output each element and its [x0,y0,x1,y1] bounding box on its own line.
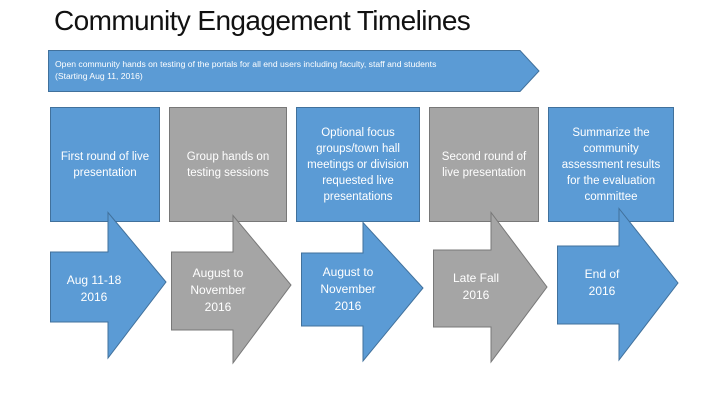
step-2-timing-line-3: 2016 [204,300,232,314]
step-1-activity-box: First round of live presentation [50,107,160,222]
step-4-arrow-shape [433,211,548,364]
step-2-timing-text: August to November 2016 [175,265,261,316]
banner-start-date: (Starting Aug 11, 2016) [55,71,143,81]
step-5-activity-box: Summarize the community assessment resul… [548,107,674,222]
step-4-timing-line-1: Late Fall [452,271,500,285]
step-5-timing-text: End of 2016 [559,266,645,300]
step-5-timing-line-1: End of [584,267,620,281]
step-3-activity-text: Optional focus groups/town hall meetings… [307,126,409,203]
step-2-arrow-shape [171,214,292,365]
step-2-activity-box: Group hands on testing sessions [169,107,287,222]
step-1-activity-text: First round of live presentation [60,150,150,179]
page-title: Community Engagement Timelines [54,5,471,36]
step-1-timing-text: Aug 11-18 2016 [54,272,134,306]
step-1-arrow-shape [50,211,167,360]
step-5-arrow-shape [557,207,679,362]
step-3-activity-box: Optional focus groups/town hall meetings… [296,107,420,222]
banner-text: Open community hands on testing of the p… [55,58,525,82]
step-2-timing-line-1: August to [192,266,244,280]
step-1-timing-line-2: 2016 [80,290,108,304]
step-5-timing-line-2: 2016 [588,284,616,298]
step-2-timing-line-2: November [190,283,246,297]
timeline-banner-arrow: Open community hands on testing of the p… [48,50,540,92]
step-4-timing-line-2: 2016 [462,288,490,302]
step-4-activity-box: Second round of live presentation [429,107,539,222]
step-1-timing-line-1: Aug 11-18 [66,273,122,287]
step-4-timing-text: Late Fall 2016 [435,270,517,304]
banner-arrow-shape [48,50,540,92]
banner-description: Open community hands on testing of the p… [55,59,437,69]
step-3-timing-line-3: 2016 [334,299,362,313]
step-3-timing-line-1: August to [322,265,374,279]
step-3-arrow-shape [301,221,424,363]
step-2-activity-text: Group hands on testing sessions [186,150,270,179]
step-5-activity-text: Summarize the community assessment resul… [561,126,661,203]
step-4-activity-text: Second round of live presentation [441,150,527,179]
step-3-timing-text: August to November 2016 [305,264,391,315]
step-3-timing-line-2: November [320,282,376,296]
